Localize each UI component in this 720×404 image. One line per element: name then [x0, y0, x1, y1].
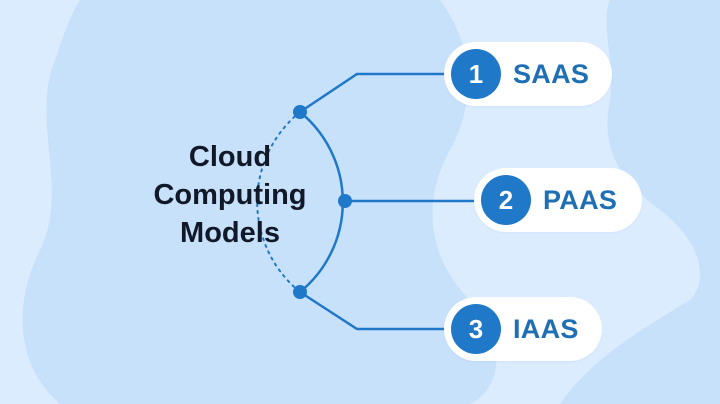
model-pill-iaas: 3 IAAS: [444, 297, 602, 361]
title-line-2: Computing: [153, 179, 307, 211]
background-blob-left: [22, 0, 497, 404]
model-pill-saas: 1 SAAS: [444, 42, 612, 106]
model-label: SAAS: [513, 58, 590, 89]
background-blob-right: [560, 0, 720, 404]
connector-dot-2: [338, 194, 352, 208]
model-pill-paas: 2 PAAS: [474, 168, 642, 232]
circle-dashed-arc: [256, 111, 301, 293]
model-number-badge: 1: [451, 49, 501, 99]
connector-dot-1: [293, 105, 307, 119]
model-number-badge: 2: [481, 175, 531, 225]
diagram-title: Cloud Computing Models: [120, 138, 340, 252]
model-label: PAAS: [543, 184, 618, 215]
connector-line-1: [299, 72, 446, 114]
title-line-1: Cloud: [188, 141, 272, 173]
connector-line-3: [299, 290, 446, 331]
title-line-3: Models: [180, 217, 280, 249]
model-label: IAAS: [513, 313, 579, 344]
connector-dot-3: [293, 285, 307, 299]
model-number-badge: 3: [451, 304, 501, 354]
